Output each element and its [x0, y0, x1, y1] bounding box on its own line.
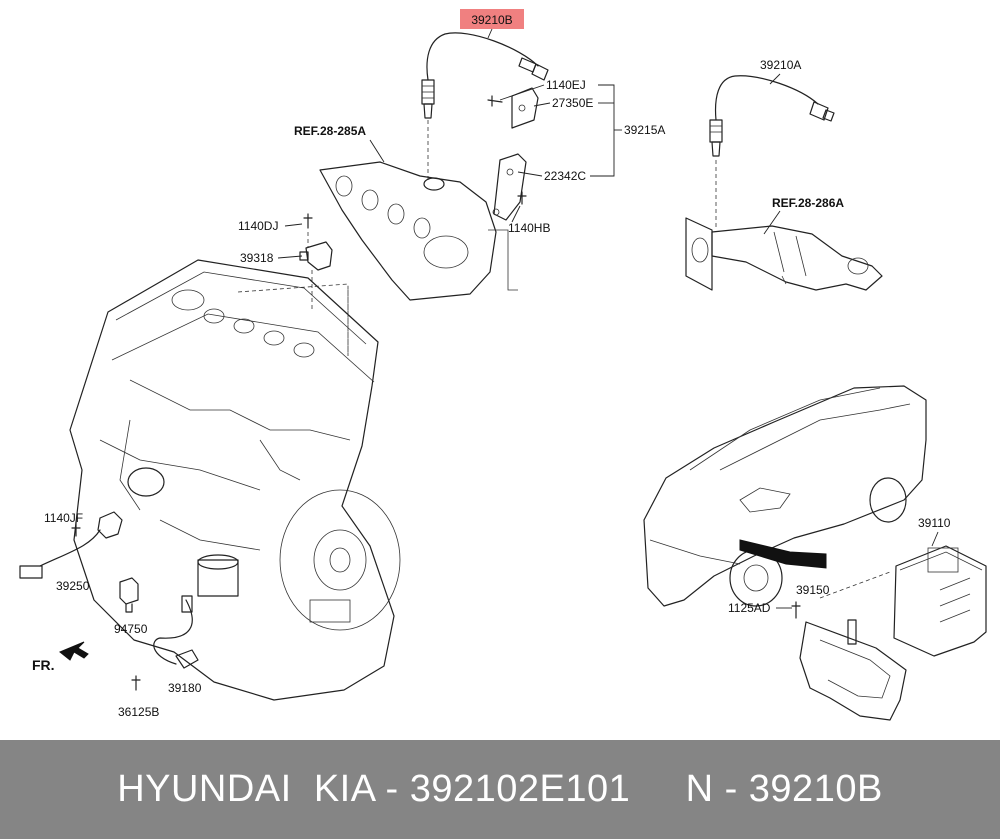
highlight-39210b [460, 9, 524, 29]
oil-pressure-switch-94750 [119, 577, 139, 613]
label-39180: 39180 [168, 681, 202, 695]
label-ref-28-286a: REF.28-286A [772, 196, 844, 210]
label-27350e: 27350E [552, 96, 593, 110]
label-1140hb: 1140HB [508, 221, 550, 235]
footer-bar: HYUNDAI KIA - 392102E101 N - 39210B [0, 740, 1000, 839]
car-illustration [643, 385, 927, 607]
label-1140dj: 1140DJ [238, 219, 278, 233]
crankshaft-sensor-39180 [131, 595, 199, 691]
label-39110: 39110 [918, 516, 951, 530]
label-39250: 39250 [56, 579, 90, 593]
label-39210b: 39210B [471, 13, 512, 27]
knock-sensor-39250 [19, 511, 123, 579]
label-1140ej: 1140EJ [546, 78, 586, 92]
ecu-bracket-39150 [791, 601, 907, 721]
label-94750: 94750 [114, 622, 148, 636]
label-22342c: 22342C [544, 169, 586, 183]
catalytic-converter [685, 217, 883, 291]
camshaft-sensor-39318 [299, 213, 333, 271]
label-39318: 39318 [240, 251, 274, 265]
parts-diagram: 39210B 1140EJ 27350E 39215A 22342C 1140H… [19, 9, 987, 721]
label-1140jf: 1140JF [44, 511, 83, 525]
label-1125ad: 1125AD [728, 601, 771, 615]
bracket-22342c [492, 153, 527, 221]
oxygen-sensor-39210a [709, 75, 835, 228]
label-ref-28-285a: REF.28-285A [294, 124, 366, 138]
label-fr: FR. [32, 657, 55, 673]
footer-part-number: HYUNDAI KIA - 392102E101 N - 39210B [117, 768, 883, 810]
label-39215a: 39215A [624, 123, 665, 137]
ecu-39110 [893, 545, 987, 657]
engine-assembly [69, 259, 401, 701]
label-36125b: 36125B [118, 705, 159, 719]
oxygen-sensor-39210b [421, 32, 549, 182]
bracket-27350e [487, 87, 539, 129]
label-39150: 39150 [796, 583, 830, 597]
exhaust-manifold [319, 161, 518, 301]
front-direction-arrow [59, 641, 89, 661]
label-39210a: 39210A [760, 58, 801, 72]
